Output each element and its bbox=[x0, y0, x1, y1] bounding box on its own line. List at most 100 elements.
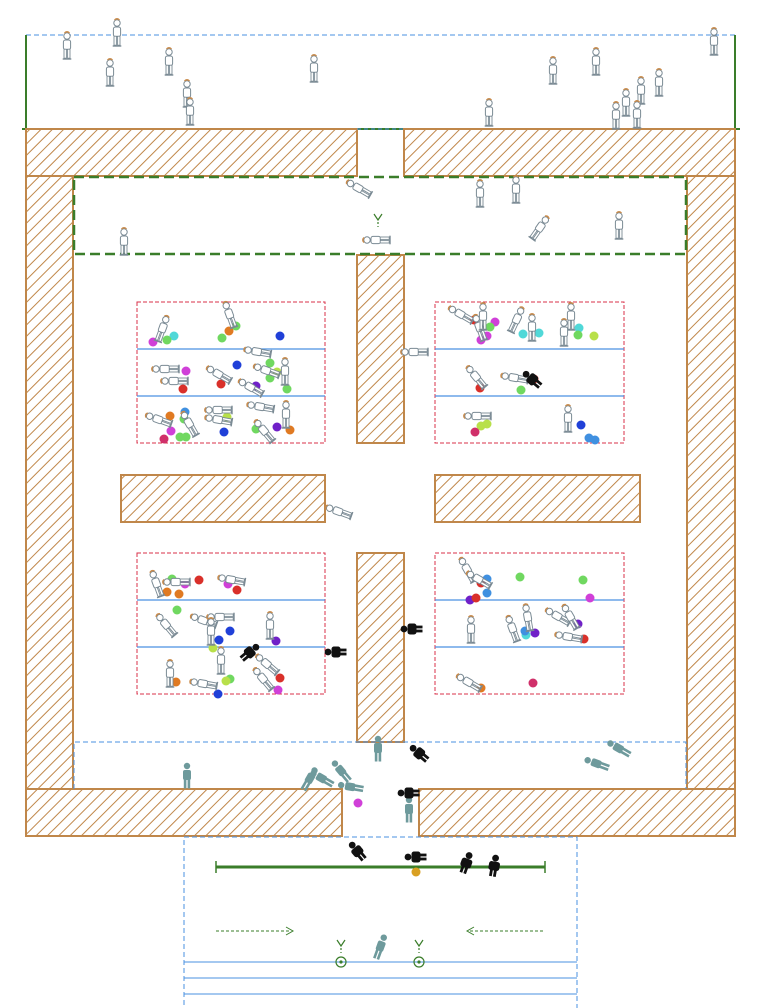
visitor-icon bbox=[591, 47, 601, 76]
visitor-icon bbox=[548, 56, 558, 85]
dot-marker-icon bbox=[411, 867, 421, 877]
dot-marker-icon bbox=[216, 379, 226, 389]
dot-marker-icon bbox=[528, 678, 538, 688]
visitor-icon bbox=[621, 88, 631, 117]
dot-marker-icon bbox=[181, 366, 191, 376]
visitor-icon bbox=[153, 610, 179, 639]
visitor-icon bbox=[566, 302, 576, 331]
visitor-icon bbox=[654, 68, 664, 97]
bar-right bbox=[434, 474, 641, 523]
dot-marker-icon bbox=[485, 322, 495, 332]
visitor-icon bbox=[164, 659, 176, 688]
walls bbox=[25, 128, 736, 837]
wall-top-left bbox=[25, 128, 358, 177]
outside-bottom-zone bbox=[183, 836, 578, 1008]
visitor-icon bbox=[614, 211, 624, 240]
visitor-icon bbox=[62, 31, 73, 60]
wall-bottom-right bbox=[418, 788, 736, 837]
dot-marker-icon bbox=[275, 331, 285, 341]
dot-marker-icon bbox=[589, 331, 599, 341]
visitor-icon bbox=[475, 179, 485, 208]
visitor-icon bbox=[309, 54, 319, 83]
guard-icon bbox=[397, 787, 420, 799]
staff-icon bbox=[374, 735, 382, 762]
dot-marker-icon bbox=[174, 589, 184, 599]
dot-marker-icon bbox=[574, 323, 584, 333]
visitor-icon bbox=[245, 399, 276, 415]
dot-marker-icon bbox=[590, 435, 600, 445]
visitor-icon bbox=[511, 175, 521, 204]
dot-marker-icon bbox=[169, 331, 179, 341]
seating-area-bottom-left bbox=[136, 552, 326, 695]
entry-zone bbox=[72, 175, 688, 256]
dot-marker-icon bbox=[585, 593, 595, 603]
dot-marker-icon bbox=[353, 798, 363, 808]
visitor-icon bbox=[151, 364, 180, 374]
visitor-icon bbox=[527, 313, 537, 342]
dot-marker-icon bbox=[175, 432, 185, 442]
visitor-icon bbox=[463, 362, 489, 391]
dot-marker-icon bbox=[165, 411, 175, 421]
visitor-icon bbox=[118, 227, 130, 256]
wall-left bbox=[25, 175, 74, 790]
visitor-icon bbox=[503, 613, 522, 644]
dot-marker-icon bbox=[194, 575, 204, 585]
dot-marker-icon bbox=[208, 643, 218, 653]
visitor-icon bbox=[445, 302, 476, 326]
visitor-icon bbox=[563, 404, 573, 433]
dot-marker-icon bbox=[166, 426, 176, 436]
staff-icon bbox=[183, 762, 191, 789]
dot-marker-icon bbox=[515, 572, 525, 582]
dot-marker-icon bbox=[232, 360, 242, 370]
visitor-icon bbox=[343, 176, 374, 200]
visitor-icon bbox=[362, 234, 391, 246]
dot-marker-icon bbox=[232, 585, 242, 595]
visitor-icon bbox=[611, 101, 621, 130]
visitor-icon bbox=[242, 344, 273, 360]
staff-icon bbox=[372, 933, 389, 961]
dot-marker-icon bbox=[273, 685, 283, 695]
visitor-icon bbox=[111, 18, 123, 47]
dot-marker-icon bbox=[172, 605, 182, 615]
visitor-icon bbox=[453, 670, 484, 694]
dot-marker-icon bbox=[482, 588, 492, 598]
dot-marker-icon bbox=[265, 358, 275, 368]
visitor-icon bbox=[188, 676, 219, 692]
dot-marker-icon bbox=[225, 626, 235, 636]
dot-marker-icon bbox=[159, 434, 169, 444]
guard-icon bbox=[406, 741, 431, 765]
visitor-icon bbox=[527, 213, 552, 242]
guard-icon bbox=[324, 646, 347, 658]
visitor-icon bbox=[215, 646, 227, 675]
staff-icon bbox=[329, 758, 353, 784]
bar-left bbox=[120, 474, 326, 523]
visitor-icon bbox=[709, 27, 719, 56]
visitor-icon bbox=[104, 58, 116, 87]
dot-marker-icon bbox=[217, 333, 227, 343]
direction-marker-icon bbox=[414, 939, 424, 954]
dot-marker-icon bbox=[534, 328, 544, 338]
dot-marker-icon bbox=[573, 330, 583, 340]
seating-areas bbox=[136, 301, 625, 695]
staff-icon bbox=[405, 796, 413, 823]
guard-icon bbox=[345, 838, 369, 863]
visitor-icon bbox=[281, 400, 291, 429]
visitor-icon bbox=[559, 318, 569, 347]
direction-marker-icon bbox=[336, 939, 346, 954]
visitor-icon bbox=[204, 405, 233, 415]
pillar-lower bbox=[356, 552, 405, 743]
guard-icon bbox=[486, 853, 502, 878]
dot-marker-icon bbox=[282, 384, 292, 394]
exit-zone bbox=[73, 741, 687, 789]
dot-marker-icon bbox=[214, 635, 224, 645]
visitor-icon bbox=[220, 299, 239, 330]
dot-marker-icon bbox=[578, 575, 588, 585]
dot-marker-icon bbox=[178, 384, 188, 394]
visitor-icon bbox=[280, 357, 290, 386]
dot-marker-icon bbox=[171, 677, 181, 687]
visitor-icon bbox=[160, 376, 189, 386]
dot-marker-icon bbox=[471, 593, 481, 603]
seating-area-top-right bbox=[434, 301, 625, 444]
